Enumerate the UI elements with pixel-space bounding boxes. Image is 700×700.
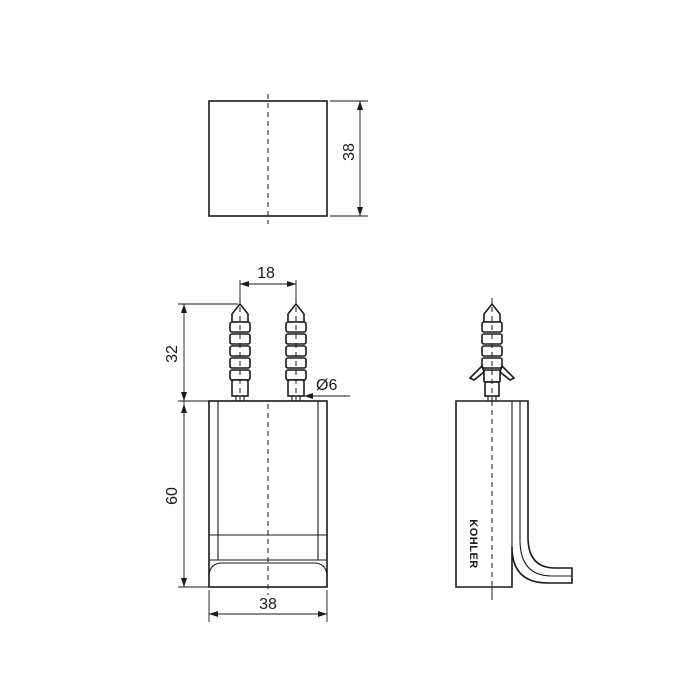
top-view: 38	[208, 94, 368, 224]
brand-label: KOHLER	[467, 519, 479, 568]
side-screw	[468, 298, 516, 600]
side-body	[455, 400, 573, 598]
side-view: KOHLER	[455, 298, 573, 600]
body-height-dimension: 60	[164, 401, 209, 588]
body-width-label: 38	[259, 596, 277, 613]
body-height-label: 60	[164, 487, 181, 505]
right-screw	[285, 298, 307, 425]
top-height-dimension: 38	[330, 100, 368, 217]
screw-spacing-dimension: 18	[239, 265, 297, 304]
screw-diameter-label: Ø6	[316, 377, 337, 394]
side-body-outline	[455, 400, 573, 588]
front-body	[208, 400, 328, 595]
screw-length-dimension: 32	[164, 303, 238, 402]
screw-length-label: 32	[164, 345, 181, 363]
left-screw	[229, 298, 251, 425]
body-width-dimension: 38	[208, 590, 328, 622]
front-view: 18	[164, 265, 350, 622]
top-height-label: 38	[341, 143, 358, 161]
screw-spacing-label: 18	[257, 265, 275, 282]
screw-diameter-dimension: Ø6	[304, 377, 350, 399]
